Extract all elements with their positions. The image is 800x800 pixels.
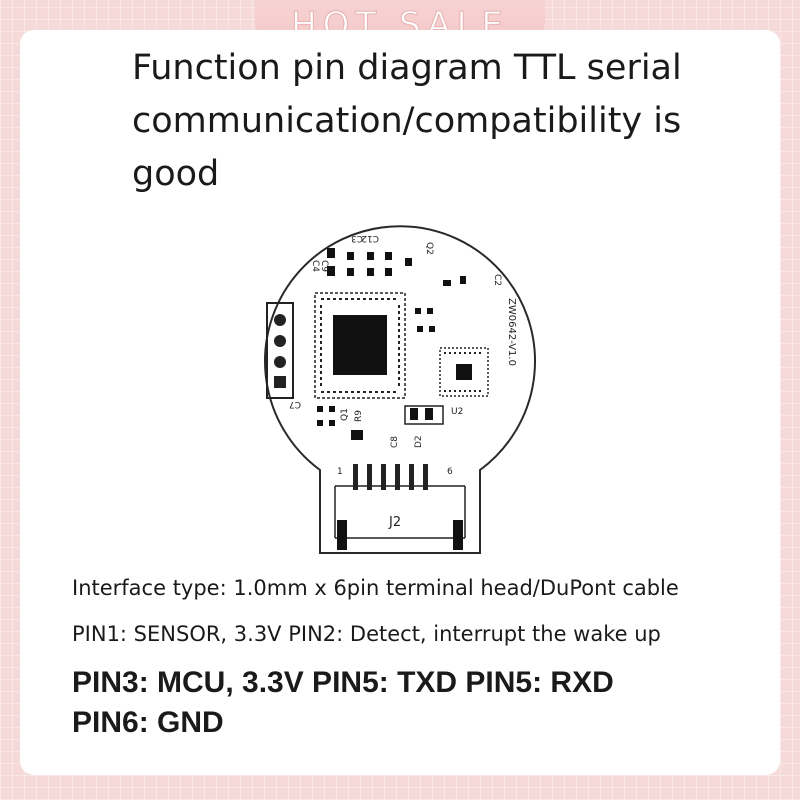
headline: Function pin diagram TTL serial communic… <box>132 42 752 201</box>
mcu-chip <box>314 292 406 399</box>
pcb-outline <box>264 225 536 554</box>
silk-label: Q1 <box>340 408 350 421</box>
pins-line-3: PIN6: GND <box>72 706 224 739</box>
pins-line-1: PIN1: SENSOR, 3.3V PIN2: Detect, interru… <box>72 622 661 646</box>
fpc-lock-right <box>453 520 463 550</box>
silk-label: C12 <box>361 233 379 243</box>
sensor-chip <box>439 347 489 397</box>
headline-line-3: good <box>132 154 220 194</box>
crystal <box>404 405 444 425</box>
silk-label: C4 <box>310 260 320 272</box>
fpc-pins <box>353 464 428 490</box>
silk-label: D2 <box>414 435 424 448</box>
header-pin <box>274 356 286 368</box>
connector-label: J2 <box>388 515 401 530</box>
silk-label: U2 <box>451 407 463 417</box>
pin-6-label: 6 <box>447 467 453 477</box>
pins-line-2: PIN3: MCU, 3.3V PIN5: TXD PIN5: RXD <box>72 666 614 699</box>
fpc-lock-left <box>337 520 347 550</box>
headline-line-1: Function pin diagram TTL serial <box>132 48 682 88</box>
silk-label: R9 <box>354 410 364 422</box>
interface-type-text: Interface type: 1.0mm x 6pin terminal he… <box>72 576 679 600</box>
silk-label: C9 <box>319 260 329 272</box>
pin-1-label: 1 <box>337 467 343 477</box>
fpc-housing <box>334 485 466 539</box>
pcb-pin-diagram: C12 C3 C9 C4 Q2 C2 C7 Q1 R9 C8 D2 U2 ZW0… <box>264 225 536 554</box>
silk-label: C2 <box>492 274 502 286</box>
board-model-label: ZW0642-V1.0 <box>506 298 517 366</box>
header-pin <box>274 335 286 347</box>
silk-label: C3 <box>351 233 363 243</box>
silk-label: Q2 <box>424 242 434 255</box>
silk-label: C8 <box>390 436 400 448</box>
header-pin <box>274 376 286 388</box>
header-connector <box>266 302 294 399</box>
passive-components <box>317 248 466 440</box>
header-pin <box>274 314 286 326</box>
silk-label: C7 <box>289 399 301 409</box>
headline-line-2: communication/compatibility is <box>132 101 682 141</box>
